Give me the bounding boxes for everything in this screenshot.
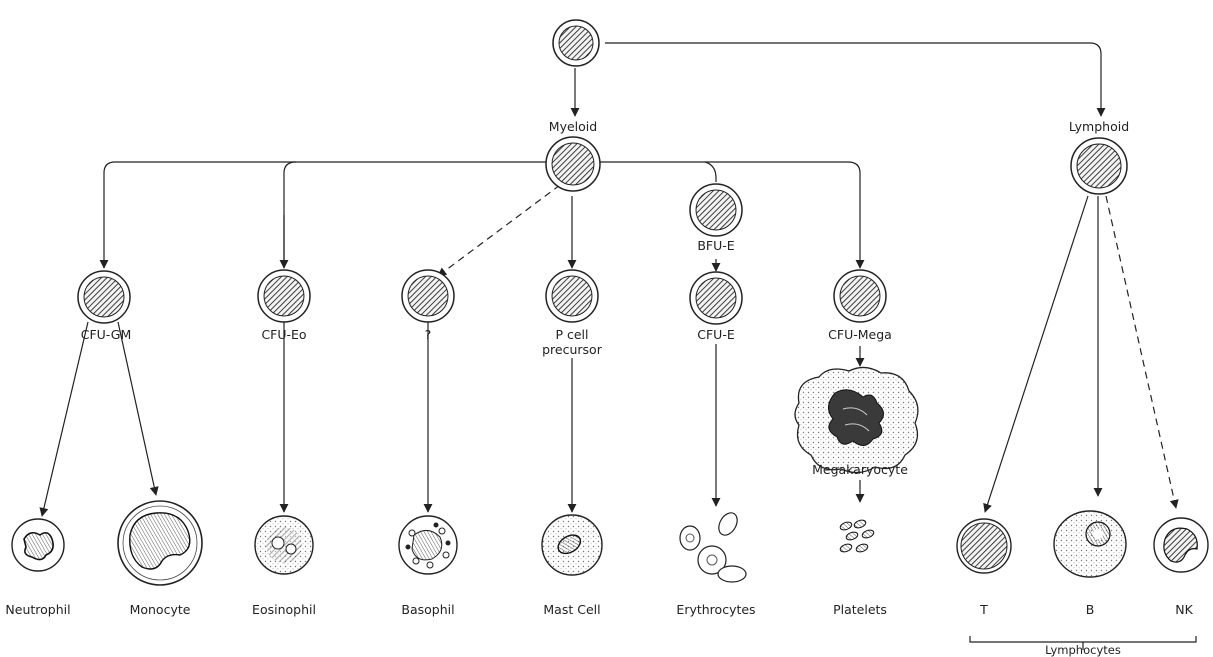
- label-basophil: Basophil: [401, 602, 454, 617]
- label-lymphocytes: Lymphocytes: [1045, 643, 1121, 657]
- arrow-myeloid-to-cfu-eo: [283, 161, 297, 268]
- arrow-lymphoid-to-t: [983, 195, 1089, 513]
- label-myeloid: Myeloid: [549, 119, 597, 134]
- bfu-e-icon: [689, 183, 743, 237]
- t-cell-icon: [956, 518, 1012, 574]
- neutrophil-icon: [11, 518, 65, 572]
- label-monocyte: Monocyte: [130, 602, 191, 617]
- label-unknown: ?: [425, 327, 432, 342]
- platelets-icon: [839, 519, 875, 553]
- arrow-myeloid-to-unknown: [437, 184, 561, 277]
- label-platelets: Platelets: [833, 602, 887, 617]
- label-cfu-mega: CFU-Mega: [828, 327, 892, 342]
- arrow-stem-to-lymphoid: [605, 42, 1106, 117]
- label-erythrocytes: Erythrocytes: [676, 602, 755, 617]
- label-neutrophil: Neutrophil: [5, 602, 70, 617]
- unknown-progenitor-icon: [401, 269, 455, 323]
- label-megakaryocyte: Megakaryocyte: [812, 462, 908, 477]
- mature-cells: [11, 500, 1209, 586]
- eosinophil-icon: [254, 515, 314, 575]
- label-nk: NK: [1175, 602, 1193, 617]
- connectors: [39, 42, 1197, 650]
- label-b: B: [1086, 602, 1095, 617]
- p-cell-precursor-icon: [545, 269, 599, 323]
- lymphoid-progenitor-icon: [1070, 137, 1128, 195]
- label-precursor: precursor: [542, 342, 603, 357]
- megakaryocyte-icon: [794, 366, 919, 474]
- arrow-myeloid-to-cfu-gm: [99, 161, 548, 269]
- arrow-myeloid-to-cfu-mega: [600, 161, 865, 269]
- erythrocytes-icon: [679, 512, 747, 583]
- label-t: T: [979, 602, 988, 617]
- monocyte-icon: [117, 500, 203, 586]
- basophil-icon: [398, 515, 458, 575]
- labels: Myeloid Lymphoid BFU-E CFU-GM CFU-Eo ? P…: [5, 119, 1193, 657]
- arrow-cfu-gm-to-neutrophil: [39, 321, 89, 517]
- label-p-cell: P cell: [555, 327, 588, 342]
- cfu-eo-icon: [257, 269, 311, 323]
- label-eosinophil: Eosinophil: [252, 602, 316, 617]
- label-cfu-eo: CFU-Eo: [261, 327, 306, 342]
- arrow-lymphoid-to-nk: [1105, 195, 1179, 509]
- mast-cell-icon: [541, 514, 603, 576]
- arrow-cfu-gm-to-monocyte: [117, 321, 159, 496]
- progenitor-cells: [77, 19, 1128, 474]
- stem-cell-icon: [552, 19, 600, 67]
- lymphocytes-bracket: [969, 636, 1197, 643]
- label-cfu-gm: CFU-GM: [81, 327, 132, 342]
- nk-cell-icon: [1153, 517, 1209, 573]
- label-cfu-e: CFU-E: [697, 327, 735, 342]
- b-cell-icon: [1053, 510, 1127, 578]
- label-mast-cell: Mast Cell: [543, 602, 600, 617]
- myeloid-progenitor-icon: [545, 136, 601, 192]
- cfu-e-icon: [689, 271, 743, 325]
- label-bfu-e: BFU-E: [697, 238, 734, 253]
- arrow-myeloid-to-bfu-e: [704, 161, 717, 182]
- label-lymphoid: Lymphoid: [1069, 119, 1129, 134]
- cfu-mega-icon: [833, 269, 887, 323]
- cfu-gm-icon: [77, 270, 131, 324]
